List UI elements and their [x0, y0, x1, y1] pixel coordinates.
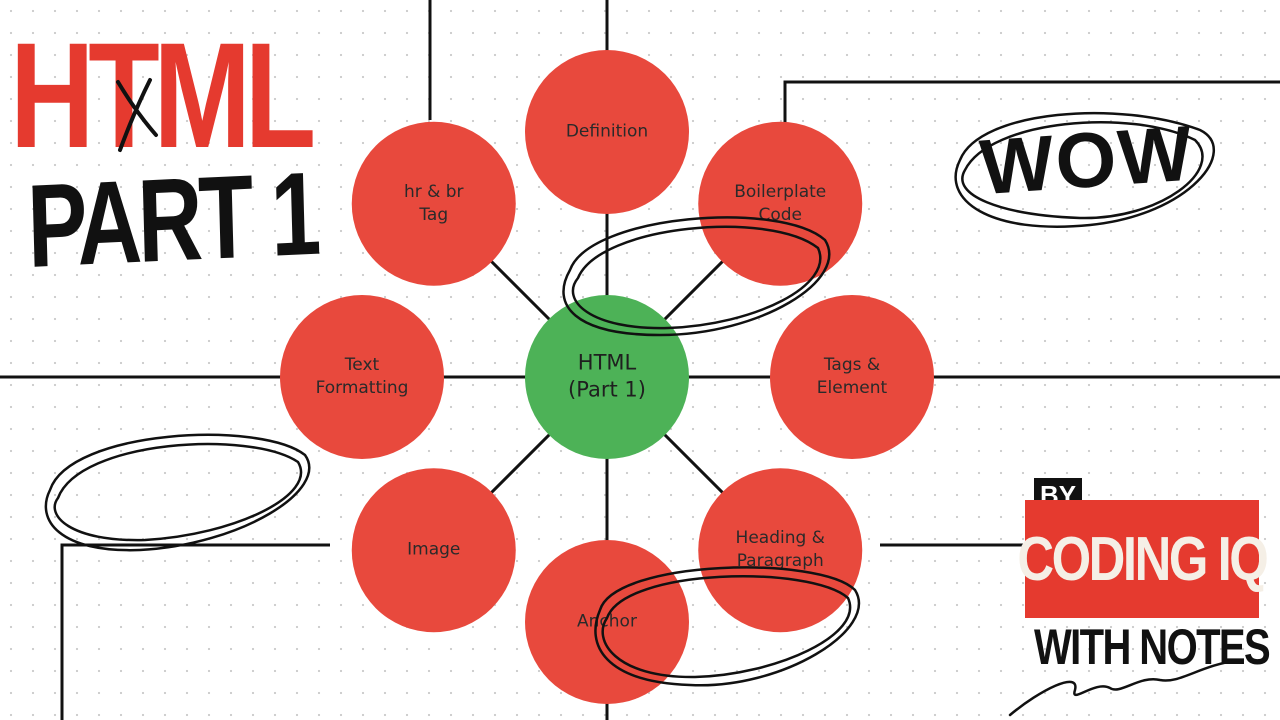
topic-node: [351, 121, 516, 286]
tagline: WITH NOTES: [1034, 619, 1271, 675]
topic-node: [351, 468, 516, 633]
topic-label-line: hr & br: [403, 181, 464, 202]
topic-node-label: Anchor: [532, 611, 682, 634]
topic-label-line: Tag: [419, 204, 449, 225]
wow-text: WOW: [977, 108, 1197, 212]
topic-label-line: Heading &: [735, 528, 825, 549]
topic-node-label: Tags &Element: [777, 354, 927, 400]
topic-label-line: Code: [758, 204, 802, 225]
title-part: PART 1: [25, 147, 319, 293]
center-line-2: (Part 1): [568, 378, 646, 402]
topic-label-line: Boilerplate: [734, 181, 827, 202]
topic-node-label: Heading &Paragraph: [705, 527, 855, 573]
topic-label-line: Definition: [565, 121, 649, 142]
topic-node: [525, 50, 689, 214]
topic-label-line: Formatting: [315, 378, 409, 398]
grid-line: [783, 80, 1280, 130]
brand-box: CODING IQ: [1017, 500, 1269, 618]
center-line-1: HTML: [577, 350, 637, 375]
center-node-label: HTML (Part 1): [532, 350, 682, 405]
topic-label-line: Image: [407, 539, 461, 560]
topic-label-line: Text: [344, 355, 380, 376]
topic-node: [280, 295, 444, 459]
topic-node-label: Image: [359, 539, 509, 562]
topic-label-line: Paragraph: [736, 551, 824, 572]
title-html: HTML: [10, 11, 316, 179]
brand-name: CODING IQ: [1017, 524, 1268, 594]
topic-node-label: Definition: [532, 121, 682, 144]
topic-label-line: Element: [816, 378, 888, 398]
topic-label-line: Anchor: [577, 611, 637, 632]
topic-label-line: Tags &: [823, 355, 881, 376]
grid-line: [60, 543, 330, 720]
